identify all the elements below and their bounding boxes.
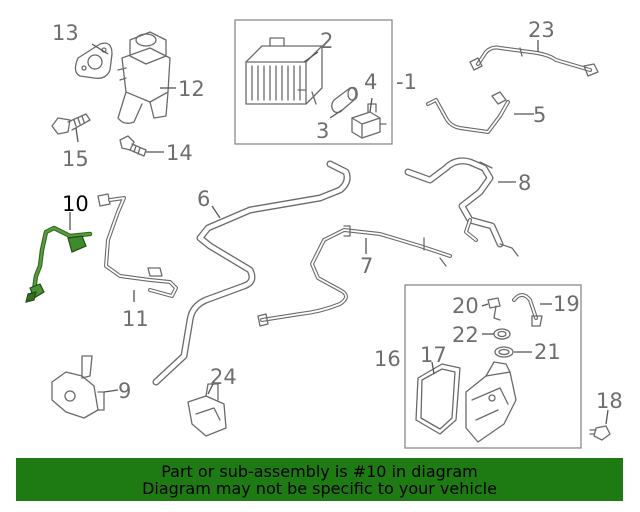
part-6-tube[interactable] <box>152 160 351 386</box>
callout-5: 5 <box>533 103 546 127</box>
part-3-filter[interactable] <box>331 86 358 114</box>
callout-10: 10 <box>62 192 89 216</box>
callout-3: 3 <box>316 119 329 143</box>
callout-21: 21 <box>534 340 561 364</box>
callout-1: -1 <box>396 70 417 94</box>
part-19-hose[interactable] <box>512 293 543 327</box>
part-4-valve[interactable] <box>351 103 387 139</box>
part-16-cover[interactable] <box>465 361 517 443</box>
part-10-oxygen-sensor[interactable] <box>25 225 93 303</box>
callout-20: 20 <box>452 294 479 318</box>
part-11-sensor[interactable] <box>97 193 178 298</box>
part-15-sensor[interactable] <box>51 113 91 135</box>
banner-line-1: Part or sub-assembly is #10 in diagram <box>161 461 478 481</box>
part-12-valve[interactable] <box>117 31 171 124</box>
part-9-bracket[interactable] <box>51 355 105 419</box>
callout-14: 14 <box>166 141 193 165</box>
part-7-tube[interactable] <box>257 225 452 327</box>
banner-line-2: Diagram may not be specific to your vehi… <box>142 478 497 498</box>
callout-12: 12 <box>178 77 205 101</box>
part-13-gasket[interactable] <box>74 42 113 79</box>
info-banner: Part or sub-assembly is #10 in diagram D… <box>16 458 623 501</box>
callout-18: 18 <box>596 389 623 413</box>
leader-lines <box>69 40 609 425</box>
callout-22: 22 <box>452 323 479 347</box>
callout-16: 16 <box>374 347 401 371</box>
part-2-canister[interactable] <box>245 37 323 105</box>
part-24-sensor[interactable] <box>187 383 227 437</box>
part-18-bolt[interactable] <box>589 425 611 441</box>
callout-19: 19 <box>553 292 580 316</box>
part-14-bolt[interactable] <box>119 135 147 157</box>
part-21-seal[interactable] <box>494 346 514 358</box>
callout-9: 9 <box>118 379 131 403</box>
callout-13: 13 <box>52 21 79 45</box>
callout-4: 4 <box>364 70 377 94</box>
callout-7: 7 <box>360 254 373 278</box>
callout-11: 11 <box>122 307 149 331</box>
callout-2: 2 <box>320 29 333 53</box>
callout-23: 23 <box>528 18 555 42</box>
part-22-washer[interactable] <box>493 328 511 340</box>
callout-24: 24 <box>210 365 237 389</box>
parts-diagram: -1 2 3 4 5 6 7 8 9 10 11 12 13 14 15 16 … <box>25 18 623 449</box>
callout-17: 17 <box>420 343 447 367</box>
assembly-1-box <box>234 19 393 145</box>
part-20-fitting[interactable] <box>487 297 501 321</box>
part-5-line[interactable] <box>426 91 510 134</box>
callout-8: 8 <box>518 171 531 195</box>
callout-15: 15 <box>62 147 89 171</box>
part-8-tube[interactable] <box>404 157 519 257</box>
part-17-gasket[interactable] <box>415 363 461 435</box>
callout-6: 6 <box>197 187 210 211</box>
part-23-line[interactable] <box>469 45 599 77</box>
assembly-16-box <box>404 284 582 449</box>
